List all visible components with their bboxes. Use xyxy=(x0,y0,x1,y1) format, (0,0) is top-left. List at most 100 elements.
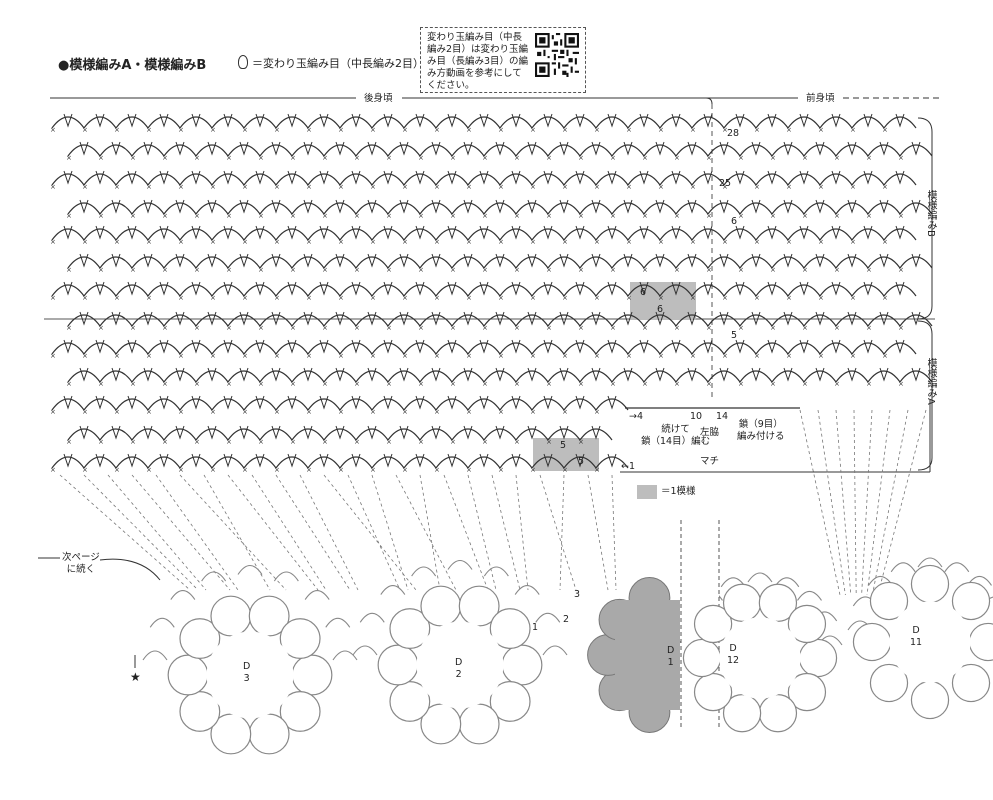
sc-stitch-mark: × xyxy=(66,438,72,446)
scallop-stitch xyxy=(403,284,437,297)
sc-stitch-mark: × xyxy=(354,380,360,388)
puff-stitch xyxy=(751,367,761,382)
sc-stitch-mark: × xyxy=(194,154,200,162)
puff-stitch xyxy=(815,367,825,382)
join-guide-line xyxy=(866,409,891,596)
video-note-box: 変わり玉編み目（中長 編み2目）は変わり玉編 み目（長編み3目）の編 み方動画を… xyxy=(420,27,586,93)
sc-stitch-mark: × xyxy=(290,212,296,220)
scallop-stitch xyxy=(579,428,613,441)
puff-stitch xyxy=(191,453,201,468)
join-guide-line xyxy=(59,474,191,591)
scallop-stitch xyxy=(67,370,101,383)
puff-stitch xyxy=(223,113,233,128)
scallop-stitch xyxy=(787,228,821,241)
next-page-note[interactable]: 次ページ に続く xyxy=(62,552,100,576)
puff-stitch xyxy=(223,395,233,410)
puff-stitch xyxy=(591,141,601,156)
sc-stitch-mark: × xyxy=(738,154,744,162)
scallop-stitch xyxy=(195,428,229,441)
sc-stitch-mark: × xyxy=(274,183,280,191)
puff-stitch xyxy=(143,199,153,214)
scallop-stitch xyxy=(371,342,405,355)
puff-stitch xyxy=(415,395,425,410)
sc-stitch-mark: × xyxy=(450,212,456,220)
scallop-stitch xyxy=(371,116,405,129)
puff-stitch xyxy=(367,253,377,268)
puff-stitch xyxy=(911,253,921,268)
sc-stitch-mark: × xyxy=(258,154,264,162)
motif-petal xyxy=(722,583,762,622)
qr-code-icon[interactable] xyxy=(535,33,579,77)
scallop-stitch xyxy=(275,284,309,297)
sc-stitch-mark: × xyxy=(258,212,264,220)
pattern-repeat-legend: ＝1模様 xyxy=(661,486,696,497)
puff-stitch xyxy=(895,170,905,185)
puff-stitch xyxy=(207,311,217,326)
puff-stitch xyxy=(399,141,409,156)
sc-stitch-mark: × xyxy=(482,438,488,446)
sc-stitch-mark: × xyxy=(114,126,120,134)
puff-stitch xyxy=(639,170,649,185)
scallop-stitch xyxy=(355,256,389,269)
sc-stitch-mark: × xyxy=(162,266,168,274)
sc-stitch-mark: × xyxy=(754,294,760,302)
sc-stitch-mark: × xyxy=(898,154,904,162)
puff-stitch xyxy=(527,253,537,268)
sc-stitch-mark: × xyxy=(690,294,696,302)
puff-stitch xyxy=(351,395,361,410)
sc-stitch-mark: × xyxy=(578,266,584,274)
scallop-stitch xyxy=(419,202,453,215)
puff-stitch xyxy=(703,281,713,296)
sc-stitch-mark: × xyxy=(658,126,664,134)
scallop-stitch xyxy=(451,370,485,383)
sc-stitch-mark: × xyxy=(466,294,472,302)
puff-stitch xyxy=(575,113,585,128)
scallop-stitch xyxy=(227,256,261,269)
scallop-stitch xyxy=(323,370,357,383)
scallop-stitch xyxy=(83,116,117,129)
puff-stitch xyxy=(575,339,585,354)
sc-stitch-mark: × xyxy=(418,438,424,446)
puff-stitch xyxy=(447,339,457,354)
scallop-stitch xyxy=(51,398,85,411)
motif-letter: D xyxy=(455,657,463,668)
sc-stitch-mark: × xyxy=(450,266,456,274)
puff-stitch xyxy=(607,225,617,240)
puff-stitch xyxy=(527,311,537,326)
sc-stitch-mark: × xyxy=(786,352,792,360)
sc-stitch-mark: × xyxy=(322,154,328,162)
sc-stitch-mark: × xyxy=(290,266,296,274)
join-guide-line xyxy=(587,474,609,591)
sc-stitch-mark: × xyxy=(418,266,424,274)
scallop-stitch xyxy=(803,256,837,269)
sc-stitch-mark: × xyxy=(674,212,680,220)
sc-stitch-mark: × xyxy=(706,154,712,162)
puff-stitch xyxy=(511,113,521,128)
puff-stitch xyxy=(815,253,825,268)
motif-d3 xyxy=(167,595,333,755)
scallop-stitch xyxy=(51,342,85,355)
puff-stitch xyxy=(495,253,505,268)
scallop-stitch xyxy=(419,144,453,157)
sc-stitch-mark: × xyxy=(514,266,520,274)
fan-scallop xyxy=(237,564,263,575)
sc-stitch-mark: × xyxy=(770,266,776,274)
motif-petal xyxy=(722,694,762,733)
scallop-stitch xyxy=(387,428,421,441)
sc-stitch-mark: × xyxy=(722,352,728,360)
sc-stitch-mark: × xyxy=(50,294,56,302)
puff-stitch xyxy=(223,281,233,296)
scallop-stitch xyxy=(355,370,389,383)
puff-stitch xyxy=(431,253,441,268)
puff-stitch xyxy=(191,113,201,128)
puff-stitch xyxy=(751,141,761,156)
sc-stitch-mark: × xyxy=(498,466,504,474)
join-guide-line xyxy=(371,474,409,591)
scallop-stitch xyxy=(275,228,309,241)
sc-stitch-mark: × xyxy=(146,408,152,416)
puff-stitch xyxy=(287,113,297,128)
scallop-stitch xyxy=(275,116,309,129)
sc-stitch-mark: × xyxy=(834,380,840,388)
motif-petal xyxy=(852,622,892,662)
